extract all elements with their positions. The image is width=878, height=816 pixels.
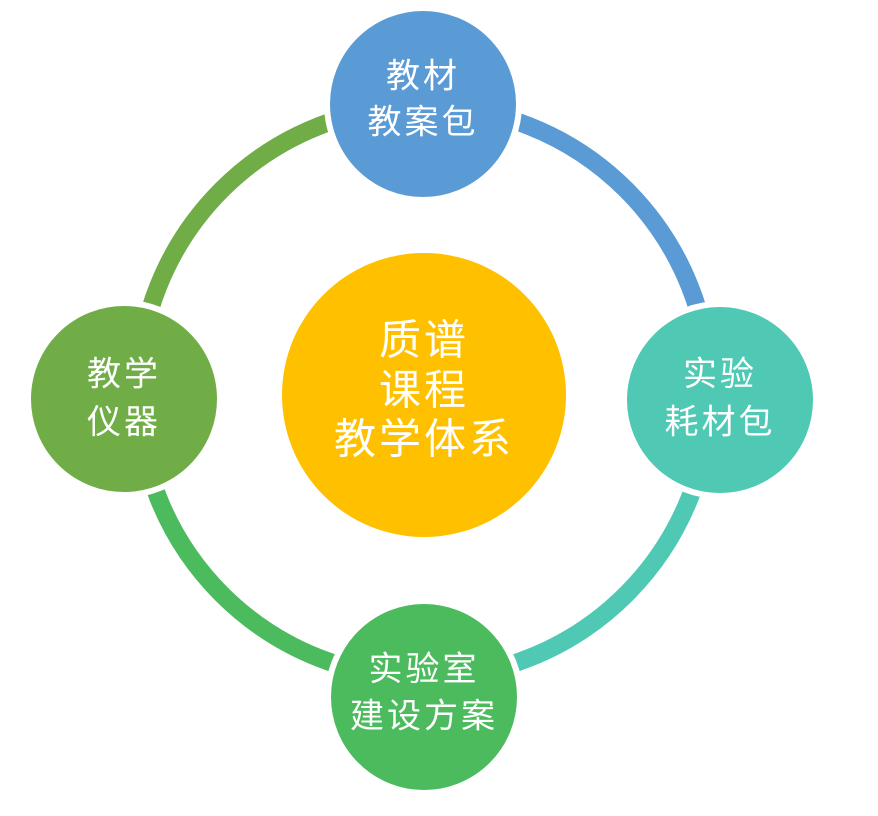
top-node: 教材 教案包 bbox=[324, 5, 522, 203]
center-node-circle bbox=[282, 253, 566, 537]
top-node-line-2: 教案包 bbox=[368, 103, 479, 143]
left-node-circle bbox=[25, 300, 223, 498]
center-node-line-2: 课程 bbox=[379, 366, 469, 415]
center-node-line-3: 教学体系 bbox=[334, 415, 514, 464]
left-node-line-2: 仪器 bbox=[87, 403, 161, 443]
right-node-line-1: 实验 bbox=[683, 355, 757, 395]
bottom-node-circle bbox=[325, 598, 523, 796]
bottom-node: 实验室 建设方案 bbox=[325, 598, 523, 796]
center-node-line-1: 质谱 bbox=[379, 316, 469, 365]
right-node: 实验 耗材包 bbox=[621, 301, 819, 499]
center-node: 质谱 课程 教学体系 bbox=[282, 253, 566, 537]
bottom-node-line-1: 实验室 bbox=[369, 650, 480, 690]
right-node-line-2: 耗材包 bbox=[665, 403, 776, 443]
top-node-line-1: 教材 bbox=[386, 57, 460, 97]
right-node-circle bbox=[621, 301, 819, 499]
left-node: 教学 仪器 bbox=[25, 300, 223, 498]
top-node-circle bbox=[324, 5, 522, 203]
bottom-node-line-2: 建设方案 bbox=[350, 697, 498, 737]
left-node-line-1: 教学 bbox=[87, 355, 161, 395]
